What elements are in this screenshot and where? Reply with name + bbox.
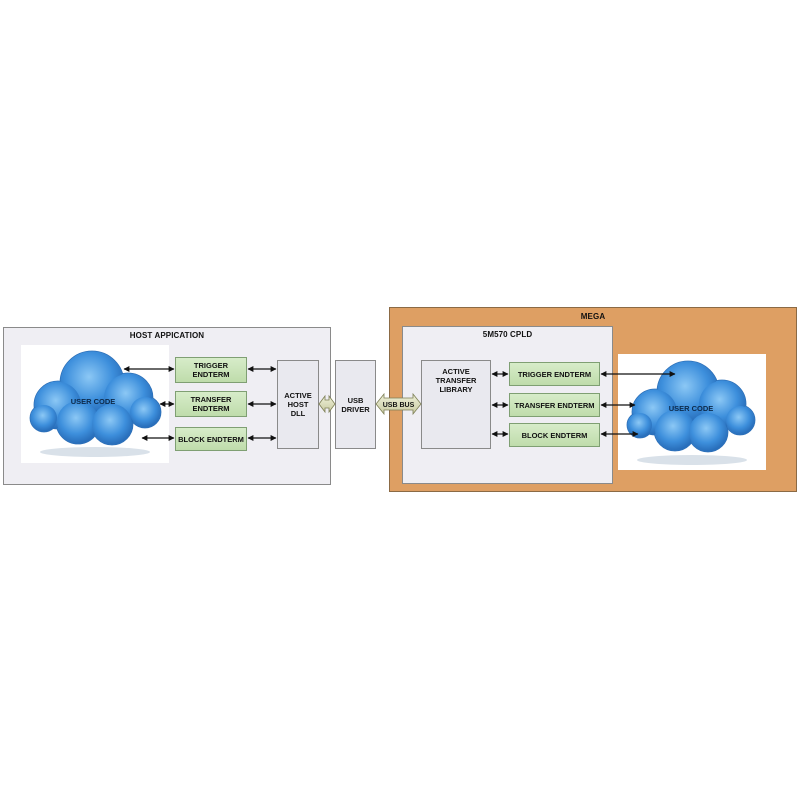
usb-bus-label: USB BUS xyxy=(383,402,415,409)
dll-driver-bus-arrow xyxy=(319,396,335,412)
usb-bus-arrow: USB BUS xyxy=(376,394,421,414)
host-user-code-cloud: USER CODE xyxy=(30,351,161,457)
mega-user-code-label: USER CODE xyxy=(669,404,714,413)
host-user-code-label: USER CODE xyxy=(71,397,116,406)
mega-user-code-cloud: USER CODE xyxy=(627,361,755,465)
